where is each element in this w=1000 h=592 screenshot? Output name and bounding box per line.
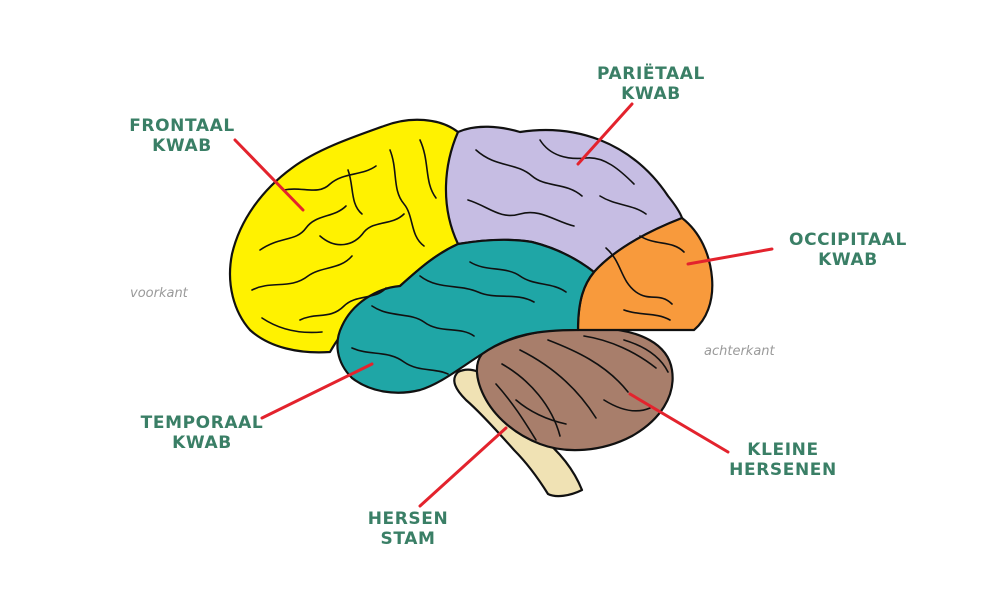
- front-side-label: voorkant: [130, 286, 188, 301]
- occipital-lobe-label: OCCIPITAAL KWAB: [766, 230, 930, 270]
- parietal-lobe-label: PARIËTAAL KWAB: [586, 64, 716, 104]
- frontal-lobe-label: FRONTAAL KWAB: [112, 116, 252, 156]
- brainstem-pointer: [418, 426, 508, 508]
- brainstem-label-line1: HERSEN: [367, 509, 449, 529]
- brainstem-label: HERSEN STAM: [346, 509, 470, 549]
- brainstem-label-line2: STAM: [380, 529, 436, 549]
- occipital-pointer: [686, 247, 774, 266]
- parietal-pointer: [576, 102, 634, 166]
- cerebellum-label: KLEINE HERSENEN: [708, 440, 858, 480]
- temporal-lobe-label: TEMPORAAL KWAB: [126, 413, 278, 453]
- occipital-label-line1: OCCIPITAAL: [789, 230, 907, 250]
- temporal-pointer: [260, 362, 374, 420]
- parietal-label-line1: PARIËTAAL: [597, 64, 705, 84]
- pointer-lines: [233, 102, 774, 508]
- occipital-label-line2: KWAB: [818, 250, 878, 270]
- temporal-label-line1: TEMPORAAL: [140, 413, 264, 433]
- frontal-pointer: [233, 138, 305, 212]
- cerebellum-label-line1: KLEINE: [747, 440, 819, 460]
- parietal-label-line2: KWAB: [621, 84, 681, 104]
- occipital-lobe-region: [576, 216, 714, 332]
- cerebellum-pointer: [628, 392, 730, 454]
- temporal-lobe-region: [336, 238, 596, 394]
- temporal-label-line2: KWAB: [172, 433, 232, 453]
- frontal-label-line2: KWAB: [152, 136, 212, 156]
- back-side-label: achterkant: [704, 344, 775, 359]
- cerebellum-label-line2: HERSENEN: [729, 460, 837, 480]
- frontal-label-line1: FRONTAAL: [129, 116, 235, 136]
- brain-folds: [251, 139, 685, 441]
